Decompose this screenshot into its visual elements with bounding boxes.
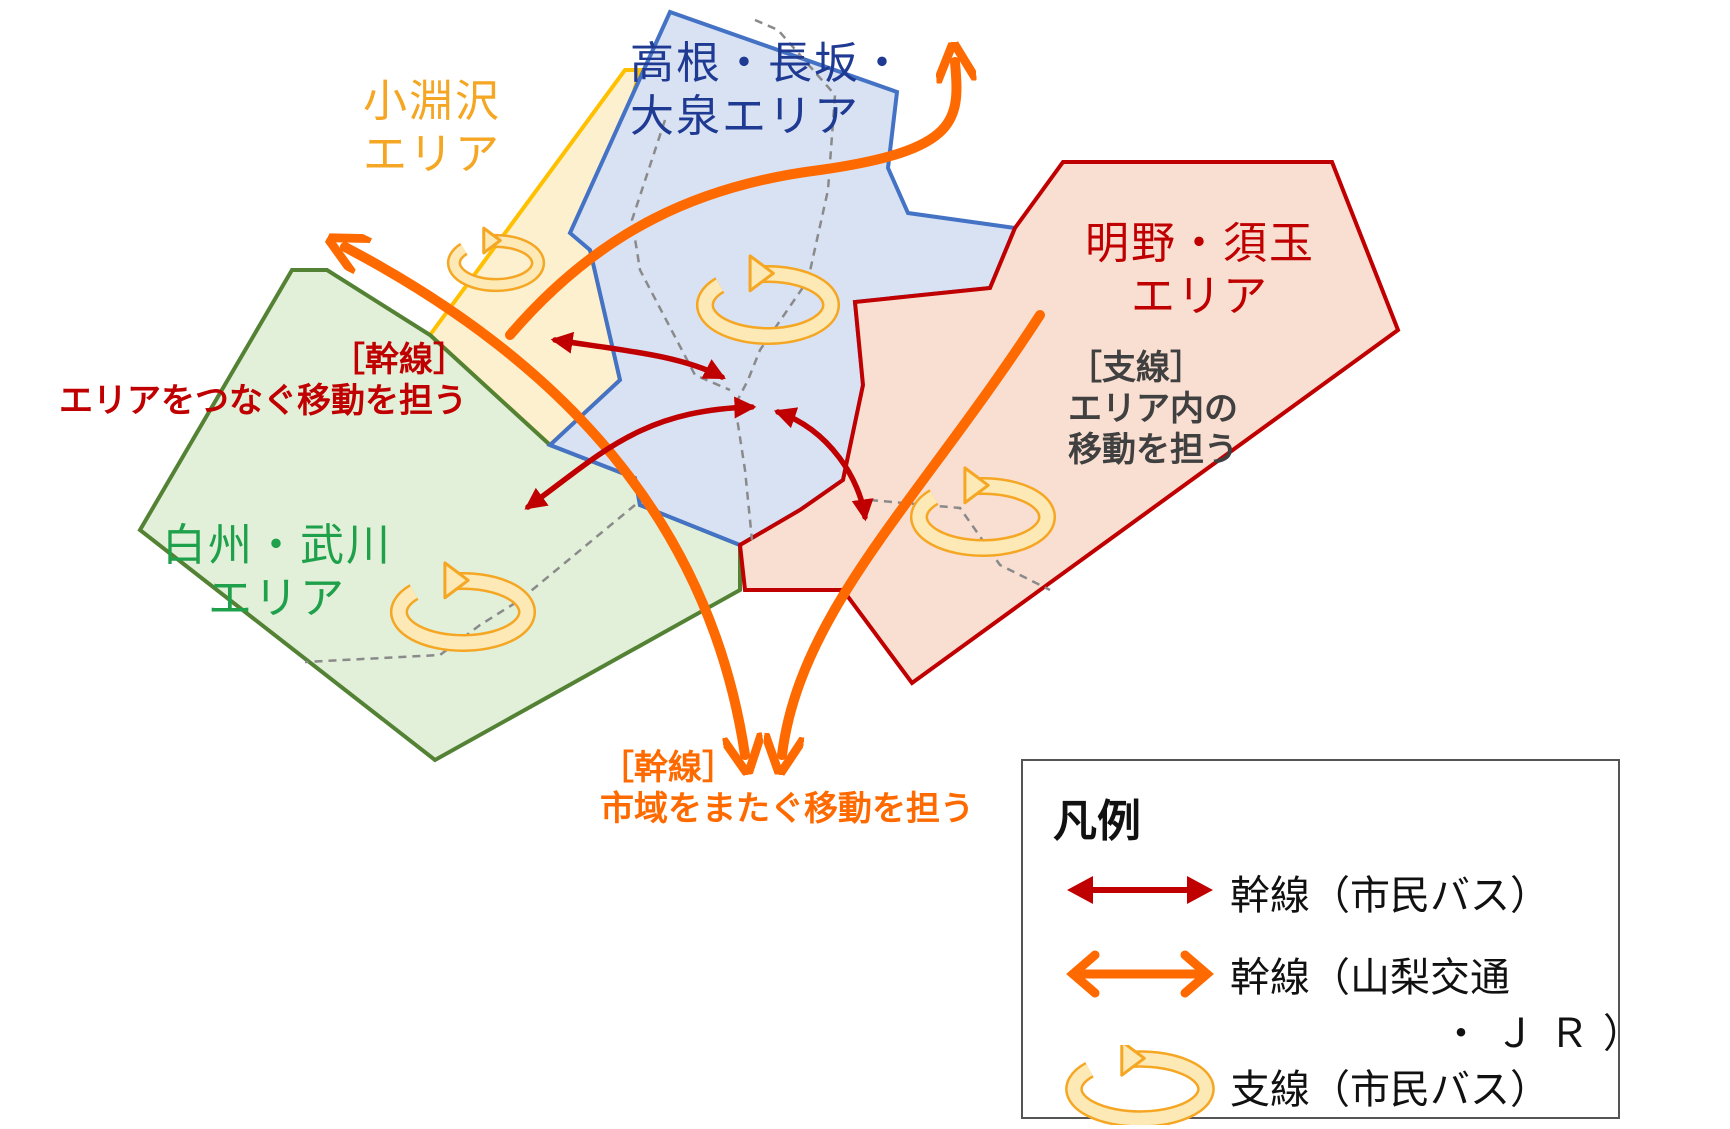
legend-label-city-trunk: 幹線（市民バス） <box>1230 873 1550 919</box>
takane-name-line2: 大泉エリア <box>630 90 860 142</box>
dark-red-double-arrow-icon <box>1067 876 1213 904</box>
city-trunk-route-hakushu-takane <box>524 396 757 510</box>
city-trunk-route-takane-akeno <box>773 407 874 522</box>
city-trunk-lines <box>524 331 874 522</box>
legend-title: 凡例 <box>1053 796 1141 847</box>
trunk-area-note: ［幹線］ エリアをつなぐ移動を担う <box>25 340 467 422</box>
hakushu-area-label: 白州・武川 エリア <box>162 520 392 626</box>
hakushu-name-line2: エリア <box>208 572 346 624</box>
kobuchizawa-name-line1: 小淵沢 <box>363 76 501 127</box>
branch-note-line2: エリア内の <box>1068 388 1238 429</box>
city-trunk-route-kobuchizawa-takane <box>550 331 726 380</box>
branch-note-line1: ［支線］ <box>1068 348 1204 388</box>
regional-trunk-route-akeno-south <box>782 310 1045 755</box>
legend-label-regional-trunk-line1: 幹線（山梨交通 <box>1230 955 1510 1001</box>
branch-note: ［支線］ エリア内の 移動を担う <box>1068 348 1238 470</box>
takane-name-line1: 高根・長坂・ <box>630 38 906 89</box>
branch-note-line3: 移動を担う <box>1068 429 1238 470</box>
kobuchizawa-area-label: 小淵沢 エリア <box>363 76 501 182</box>
legend-label-regional-trunk-line2: ・ＪＲ） <box>1441 1011 1657 1057</box>
kobuchizawa-name-line2: エリア <box>363 128 501 180</box>
akeno-name-line1: 明野・須玉 <box>1085 218 1315 269</box>
akeno-name-line2: エリア <box>1131 270 1269 322</box>
trunk-region-note: ［幹線］ 市域をまたぐ移動を担う <box>600 748 974 830</box>
trunk-region-note-line2: 市域をまたぐ移動を担う <box>600 788 974 829</box>
trunk-region-note-line1: ［幹線］ <box>600 748 736 788</box>
hakushu-name-line1: 白州・武川 <box>162 520 392 571</box>
akeno-area-label: 明野・須玉 エリア <box>1085 218 1315 324</box>
branch-loop-akeno <box>910 466 1056 558</box>
loop-arrow-icon <box>1065 1045 1215 1125</box>
trunk-area-note-line2: エリアをつなぐ移動を担う <box>59 380 467 421</box>
orange-double-arrow-icon <box>1066 950 1214 998</box>
legend-label-branch: 支線（市民バス） <box>1230 1067 1550 1113</box>
legend: 凡例 幹線（市民バス） 幹線（山梨交通 ・ＪＲ） 支線（市民バス） <box>1021 759 1643 1125</box>
takane-area-label: 高根・長坂・ 大泉エリア <box>630 38 906 144</box>
trunk-area-note-line1: ［幹線］ <box>331 340 467 380</box>
